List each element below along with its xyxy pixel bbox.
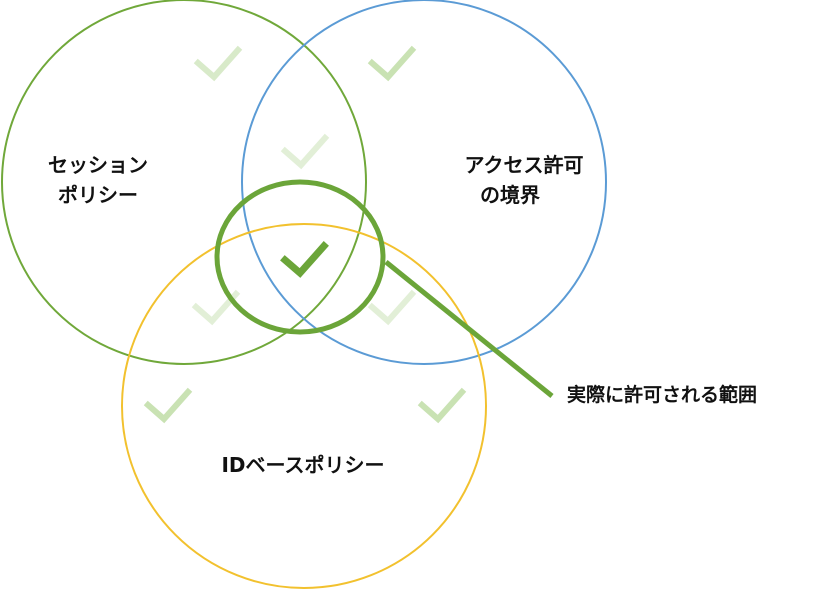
session-policy-label-line1: セッション (48, 153, 148, 177)
check-icon-session-boundary (280, 133, 330, 170)
check-icon-session-only (193, 45, 243, 82)
id-policy-label: IDベースポリシー (221, 453, 384, 477)
session-policy-circle (1, 0, 367, 365)
check-icon-effective (280, 241, 329, 278)
access-boundary-circle (241, 0, 607, 365)
callout-line (384, 260, 554, 398)
check-icon-boundary-id (367, 289, 417, 326)
check-icon-id-left (143, 387, 193, 424)
effective-permissions-label: 実際に許可される範囲 (567, 383, 757, 406)
id-policy-circle (121, 223, 487, 589)
check-icon-session-id (191, 289, 241, 326)
session-policy-label-line2: ポリシー (58, 183, 138, 207)
access-boundary-label-line2: の境界 (480, 183, 540, 207)
check-icon-boundary-only (367, 45, 417, 82)
access-boundary-label-line1: アクセス許可 (465, 153, 584, 177)
effective-permissions-highlight (214, 179, 386, 335)
check-icon-id-right (417, 387, 467, 424)
